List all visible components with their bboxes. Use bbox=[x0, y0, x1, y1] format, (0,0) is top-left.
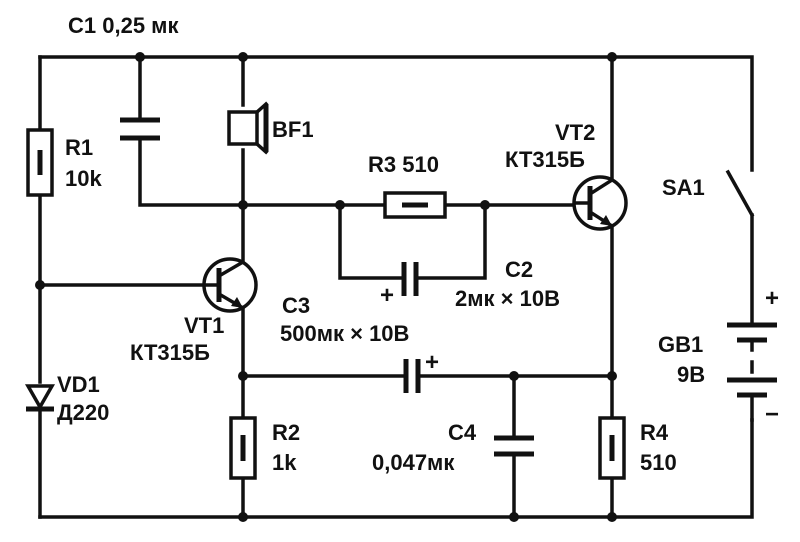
vd1-name: VD1 bbox=[57, 372, 100, 397]
c3-plus-sign: + bbox=[425, 349, 439, 376]
resistor-r2: R2 1k bbox=[229, 416, 300, 480]
r2-value: 1k bbox=[272, 450, 297, 475]
battery-gb1: + − GB1 9В bbox=[658, 285, 779, 428]
gb1-plus-sign: + bbox=[765, 285, 779, 312]
capacitor-c1: C1 0,25 мк bbox=[68, 13, 179, 141]
buzzer-bf1: BF1 bbox=[227, 101, 314, 155]
transistor-vt2: VT2 КТ315Б bbox=[505, 120, 628, 231]
r4-name: R4 bbox=[640, 420, 669, 445]
vt1-type: КТ315Б bbox=[130, 340, 210, 365]
r3-label: R3 510 bbox=[368, 152, 439, 177]
r2-name: R2 bbox=[272, 420, 300, 445]
capacitor-c3: + C3 500мк × 10В bbox=[280, 293, 439, 393]
vt2-name: VT2 bbox=[555, 120, 595, 145]
r1-value: 10k bbox=[65, 166, 102, 191]
gb1-value: 9В bbox=[677, 362, 705, 387]
c1-label: C1 0,25 мк bbox=[68, 13, 179, 38]
diode-vd1: VD1 Д220 bbox=[24, 372, 109, 425]
sa1-name: SA1 bbox=[662, 175, 705, 200]
c3-value: 500мк × 10В bbox=[280, 321, 409, 346]
capacitor-c2: + C2 2мк × 10В bbox=[380, 257, 560, 311]
transistor-vt1: VT1 КТ315Б bbox=[130, 257, 258, 365]
resistor-r4: R4 510 bbox=[598, 416, 677, 480]
capacitor-c4: C4 0,047мк bbox=[372, 420, 534, 475]
wires bbox=[38, 55, 754, 519]
vd1-type: Д220 bbox=[57, 400, 109, 425]
c4-name: C4 bbox=[448, 420, 477, 445]
c3-name: C3 bbox=[282, 293, 310, 318]
c4-value: 0,047мк bbox=[372, 450, 455, 475]
c2-value: 2мк × 10В bbox=[455, 286, 560, 311]
resistor-r3: R3 510 bbox=[368, 152, 447, 219]
resistor-r1: R1 10k bbox=[26, 128, 102, 197]
c2-plus-sign: + bbox=[380, 282, 394, 309]
r1-name: R1 bbox=[65, 135, 93, 160]
junction-dots bbox=[35, 52, 617, 522]
gb1-minus-sign: − bbox=[765, 401, 779, 428]
bf1-name: BF1 bbox=[272, 117, 314, 142]
vt2-type: КТ315Б bbox=[505, 147, 585, 172]
c2-name: C2 bbox=[505, 257, 533, 282]
switch-sa1: SA1 bbox=[662, 169, 755, 218]
r4-value: 510 bbox=[640, 450, 677, 475]
vt1-name: VT1 bbox=[184, 313, 224, 338]
gb1-name: GB1 bbox=[658, 332, 703, 357]
